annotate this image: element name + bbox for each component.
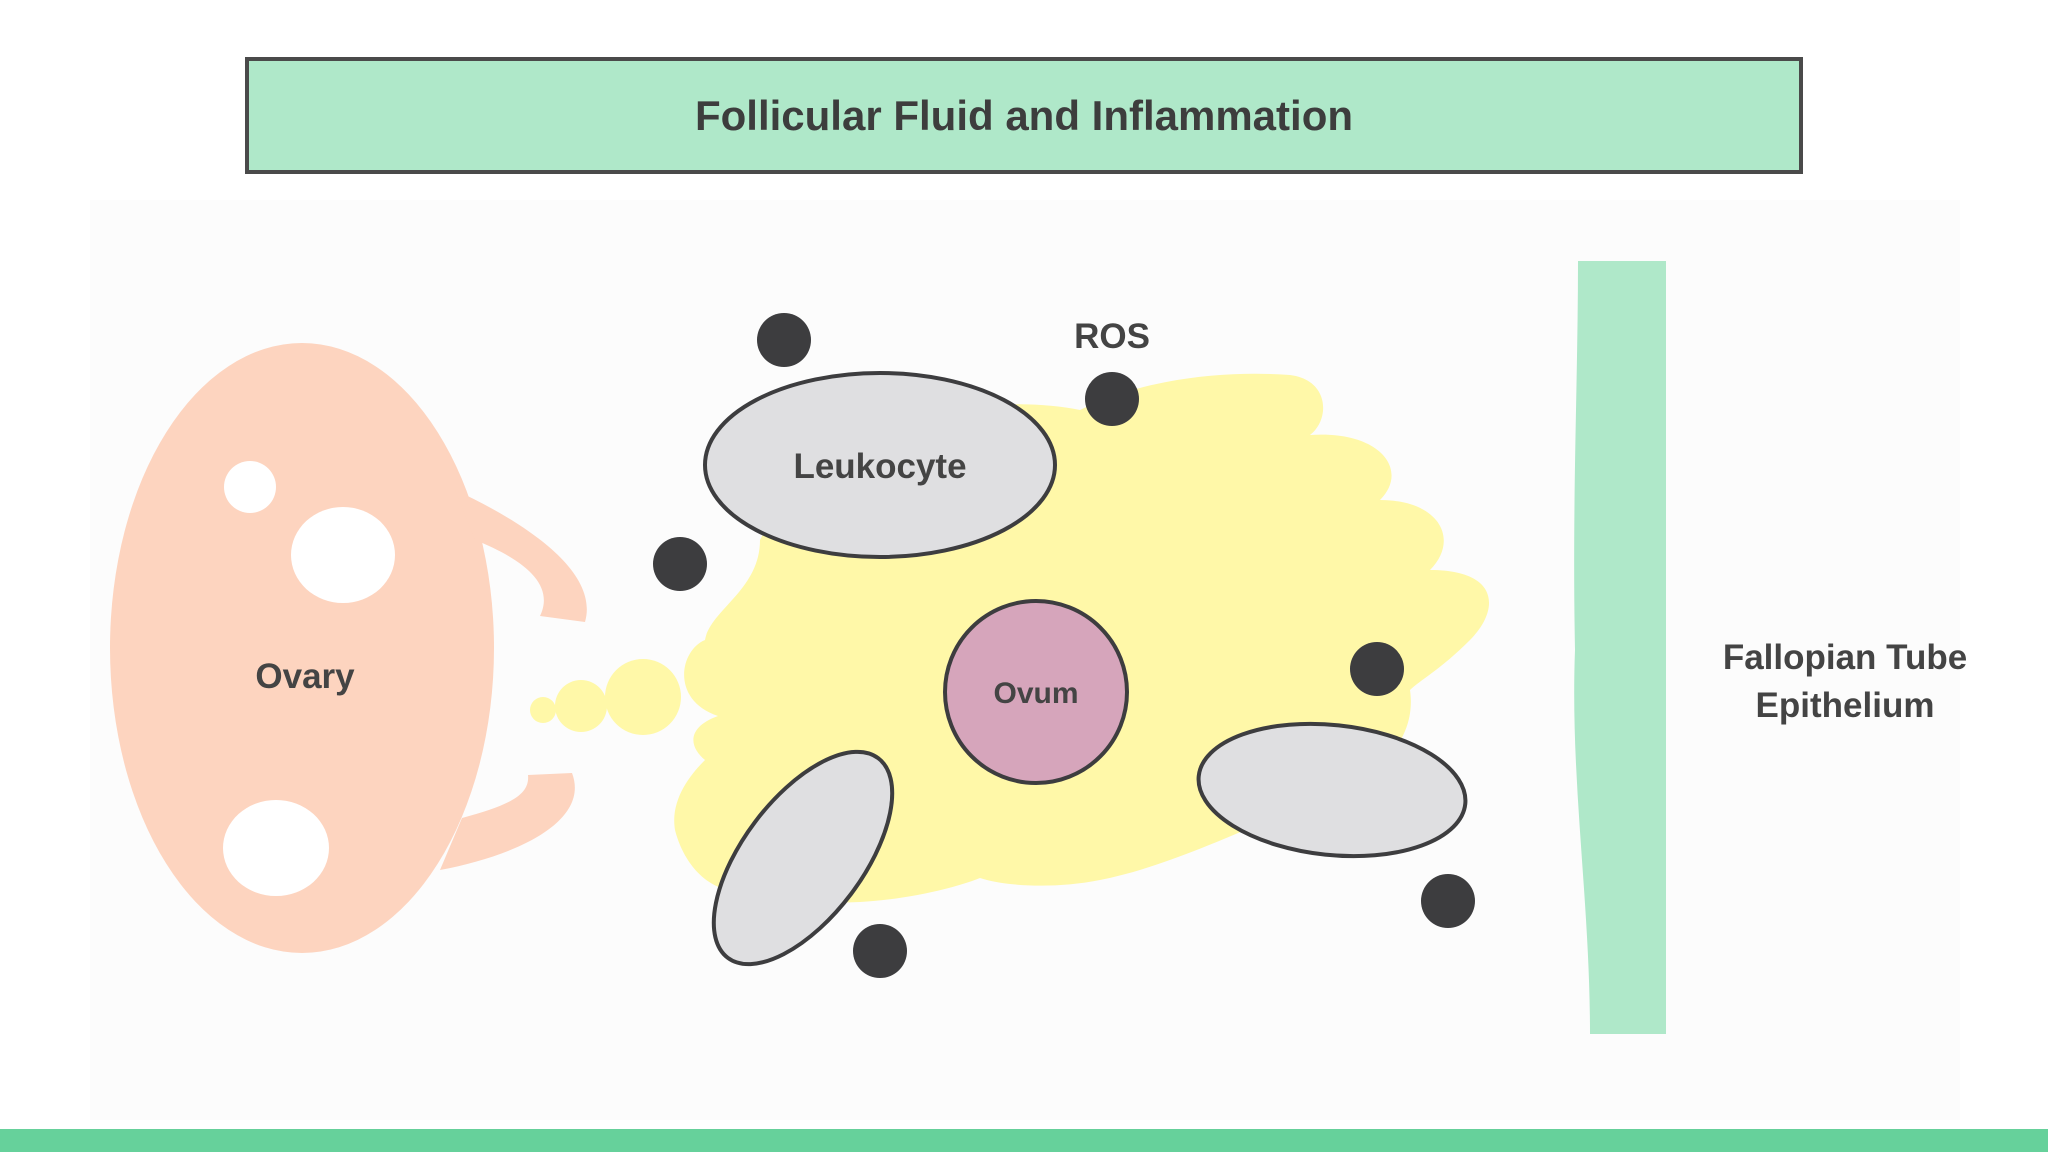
leukocyte-cell (1196, 721, 1468, 859)
bottom-accent-bar (0, 1129, 2048, 1152)
ovary-shape (110, 343, 494, 953)
diagram-title: Follicular Fluid and Inflammation (694, 91, 1354, 139)
ros-dot (757, 313, 811, 367)
ovary-follicle (223, 800, 329, 896)
ovum-cell (943, 599, 1129, 785)
leukocyte-cell (711, 749, 895, 967)
fallopian-label-line1: Fallopian Tube (1723, 638, 1967, 677)
ros-dot (1350, 642, 1404, 696)
fluid-bubble (555, 680, 607, 732)
fluid-bubble (530, 697, 556, 723)
ovary-label: Ovary (255, 657, 355, 696)
ovary-arm-lower (440, 773, 575, 870)
ovum-label: Ovum (993, 677, 1078, 710)
fluid-bubble (605, 659, 681, 735)
fallopian-label-line2: Epithelium (1756, 686, 1935, 725)
ovary-follicle (224, 461, 276, 513)
ovary-follicle (291, 507, 395, 603)
ros-dot (1085, 372, 1139, 426)
ovary-arm-upper (455, 490, 587, 622)
leukocyte-label: Leukocyte (793, 447, 966, 486)
title-banner: Follicular Fluid and Inflammation (245, 57, 1803, 174)
ros-dot (1421, 874, 1475, 928)
fallopian-epithelium (1574, 261, 1666, 1034)
ros-dot (653, 537, 707, 591)
leukocyte-cell (703, 371, 1057, 559)
ros-label: ROS (1074, 317, 1150, 356)
ros-dot (853, 924, 907, 978)
